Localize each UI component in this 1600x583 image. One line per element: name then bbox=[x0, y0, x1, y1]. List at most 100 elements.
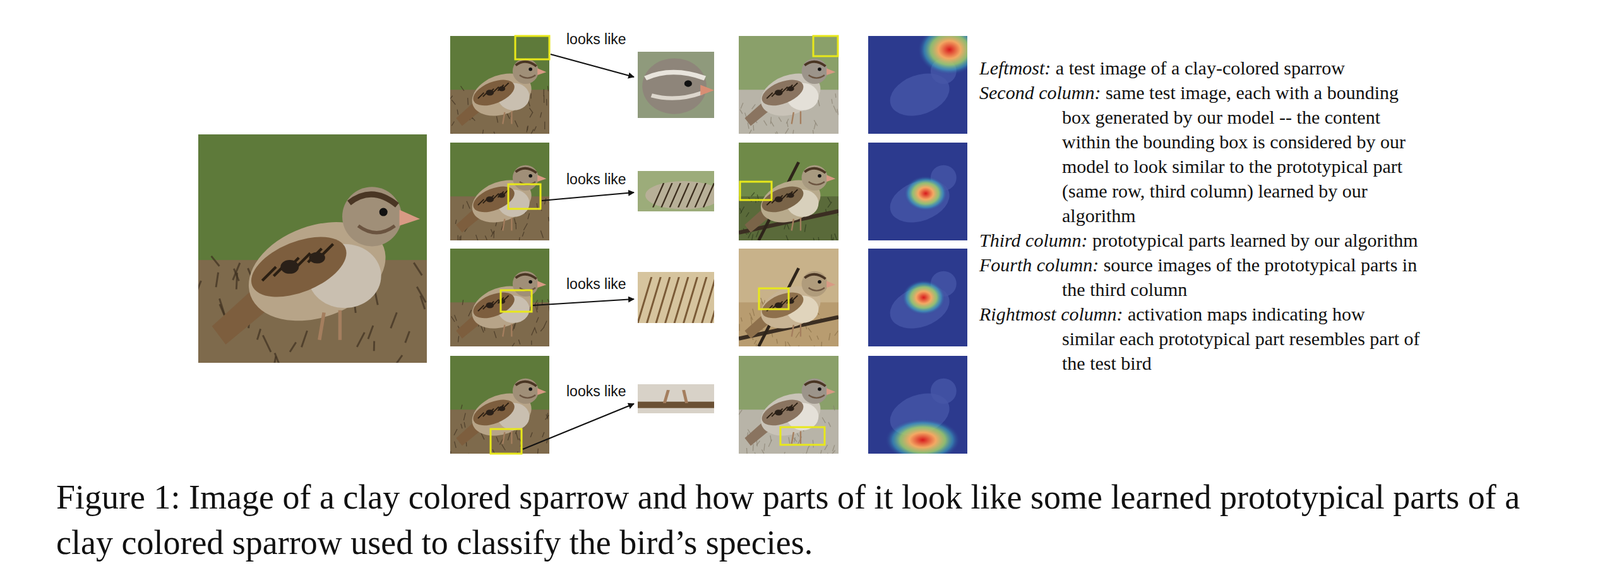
texture bbox=[835, 93, 837, 98]
source-image bbox=[738, 35, 839, 138]
texture bbox=[776, 131, 780, 137]
bounding-box bbox=[780, 427, 825, 446]
texture bbox=[460, 235, 462, 243]
crown-stripe bbox=[804, 382, 826, 387]
texture bbox=[754, 452, 759, 458]
cheek bbox=[808, 395, 825, 399]
spot bbox=[486, 89, 495, 96]
texture bbox=[514, 120, 518, 128]
beak bbox=[826, 388, 836, 396]
leader-arrow bbox=[541, 192, 634, 201]
texture bbox=[544, 121, 545, 130]
texture bbox=[776, 339, 778, 345]
texture bbox=[273, 356, 276, 369]
crown-stripe bbox=[515, 274, 537, 280]
head bbox=[642, 58, 707, 115]
texture bbox=[518, 237, 520, 245]
texture bbox=[832, 237, 834, 244]
texture bbox=[813, 123, 816, 130]
texture bbox=[812, 130, 814, 135]
spot bbox=[280, 260, 299, 275]
texture bbox=[493, 231, 495, 239]
definition-term: Second column: bbox=[979, 82, 1101, 103]
beak bbox=[826, 280, 836, 288]
texture bbox=[764, 443, 765, 451]
texture bbox=[215, 272, 219, 288]
texture bbox=[752, 444, 754, 452]
texture bbox=[484, 236, 487, 241]
cheek bbox=[808, 75, 825, 79]
source-image bbox=[738, 142, 842, 245]
head bbox=[801, 271, 828, 297]
streak bbox=[766, 92, 773, 99]
arrow-label: looks like bbox=[564, 30, 629, 48]
texture bbox=[827, 197, 831, 204]
texture bbox=[416, 286, 426, 303]
arrow-label: looks like bbox=[564, 275, 629, 293]
spot bbox=[498, 86, 506, 92]
texture bbox=[256, 328, 261, 340]
streak bbox=[493, 299, 499, 306]
texture bbox=[454, 441, 457, 449]
texture bbox=[818, 99, 820, 107]
texture bbox=[507, 433, 511, 441]
crown-stripe bbox=[804, 274, 826, 280]
twig bbox=[637, 402, 715, 409]
texture bbox=[493, 331, 496, 339]
texture bbox=[795, 346, 799, 350]
bird-figure bbox=[212, 186, 420, 345]
eye bbox=[528, 67, 533, 72]
cheek bbox=[808, 181, 825, 186]
texture bbox=[813, 238, 815, 245]
texture bbox=[529, 113, 533, 119]
beak bbox=[537, 280, 547, 288]
test-image-copy bbox=[450, 142, 550, 245]
texture bbox=[837, 109, 839, 115]
texture bbox=[801, 453, 804, 458]
crown-stripe bbox=[515, 382, 537, 387]
leg bbox=[791, 112, 794, 125]
texture bbox=[523, 223, 528, 231]
spot bbox=[774, 409, 783, 416]
texture bbox=[834, 330, 838, 336]
head bbox=[512, 165, 539, 191]
bird-figure bbox=[744, 165, 836, 233]
head bbox=[801, 165, 828, 191]
texture bbox=[812, 440, 814, 448]
texture bbox=[451, 99, 456, 105]
texture bbox=[529, 107, 533, 114]
texture bbox=[450, 451, 452, 458]
texture bbox=[819, 450, 822, 458]
spot bbox=[787, 406, 795, 412]
beak bbox=[537, 174, 547, 182]
texture bbox=[771, 333, 773, 338]
eye bbox=[528, 387, 533, 392]
texture bbox=[804, 224, 806, 233]
spot bbox=[498, 406, 506, 412]
leg bbox=[510, 431, 513, 444]
eye bbox=[684, 80, 693, 87]
texture bbox=[794, 437, 796, 443]
background bbox=[637, 51, 715, 119]
texture bbox=[752, 234, 754, 240]
leg bbox=[791, 219, 794, 232]
prototype-part bbox=[637, 272, 725, 324]
prototype-part bbox=[637, 384, 715, 414]
texture bbox=[738, 410, 743, 416]
texture bbox=[527, 213, 530, 220]
spot bbox=[787, 193, 795, 199]
texture bbox=[534, 327, 537, 335]
texture bbox=[460, 85, 465, 91]
texture bbox=[501, 444, 506, 451]
texture bbox=[787, 342, 792, 349]
texture bbox=[534, 126, 537, 131]
definition: Rightmost column: activation maps indica… bbox=[979, 301, 1422, 376]
background bbox=[450, 356, 550, 454]
texture bbox=[476, 234, 478, 242]
activation-map bbox=[868, 248, 968, 347]
bird-figure bbox=[744, 271, 836, 340]
figure-caption: Figure 1: Image of a clay colored sparro… bbox=[56, 474, 1585, 566]
crown-stripe bbox=[804, 61, 826, 67]
eye bbox=[379, 208, 388, 217]
streak bbox=[695, 183, 706, 208]
